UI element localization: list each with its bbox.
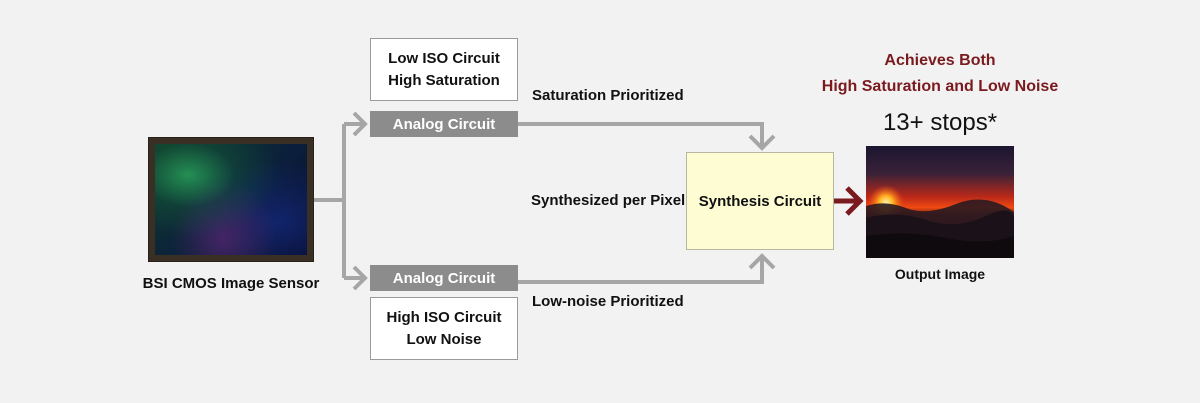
output-image — [866, 146, 1014, 258]
sensor-surface — [155, 144, 307, 255]
top-circuit-arrowhead — [352, 111, 368, 137]
high-iso-circuit-line1: High ISO Circuit — [386, 308, 502, 326]
sensor-label: BSI CMOS Image Sensor — [142, 275, 320, 292]
high-iso-circuit-box: High ISO Circuit Low Noise — [370, 297, 518, 360]
high-iso-circuit-line2: Low Noise — [406, 330, 482, 348]
synthesis-circuit-box: Synthesis Circuit — [686, 152, 834, 250]
low-iso-circuit-box: Low ISO Circuit High Saturation — [370, 38, 518, 101]
dynamic-range-stops: 13+ stops* — [882, 109, 998, 136]
synthesized-per-pixel-label: Synthesized per Pixel — [531, 192, 686, 209]
low-noise-prioritized-label: Low-noise Prioritized — [532, 293, 684, 310]
top-analog-circuit-bar: Analog Circuit — [370, 111, 518, 137]
synthesis-bottom-arrowhead — [748, 253, 776, 270]
sensor-image — [148, 137, 314, 262]
low-iso-circuit-line2: High Saturation — [388, 71, 500, 89]
headline-line1: Achieves Both — [884, 52, 996, 69]
headline-line2: High Saturation and Low Noise — [821, 78, 1059, 95]
saturation-prioritized-label: Saturation Prioritized — [532, 87, 684, 104]
synthesis-top-arrowhead — [748, 134, 776, 151]
bottom-to-synthesis-line — [518, 258, 764, 284]
top-to-synthesis-line — [518, 122, 764, 146]
sunset-photo — [866, 146, 1014, 258]
low-iso-circuit-line1: Low ISO Circuit — [388, 49, 500, 67]
bottom-analog-circuit-bar: Analog Circuit — [370, 265, 518, 291]
output-image-caption: Output Image — [894, 266, 986, 282]
bottom-circuit-arrowhead — [352, 265, 368, 291]
output-arrowhead — [845, 186, 864, 216]
